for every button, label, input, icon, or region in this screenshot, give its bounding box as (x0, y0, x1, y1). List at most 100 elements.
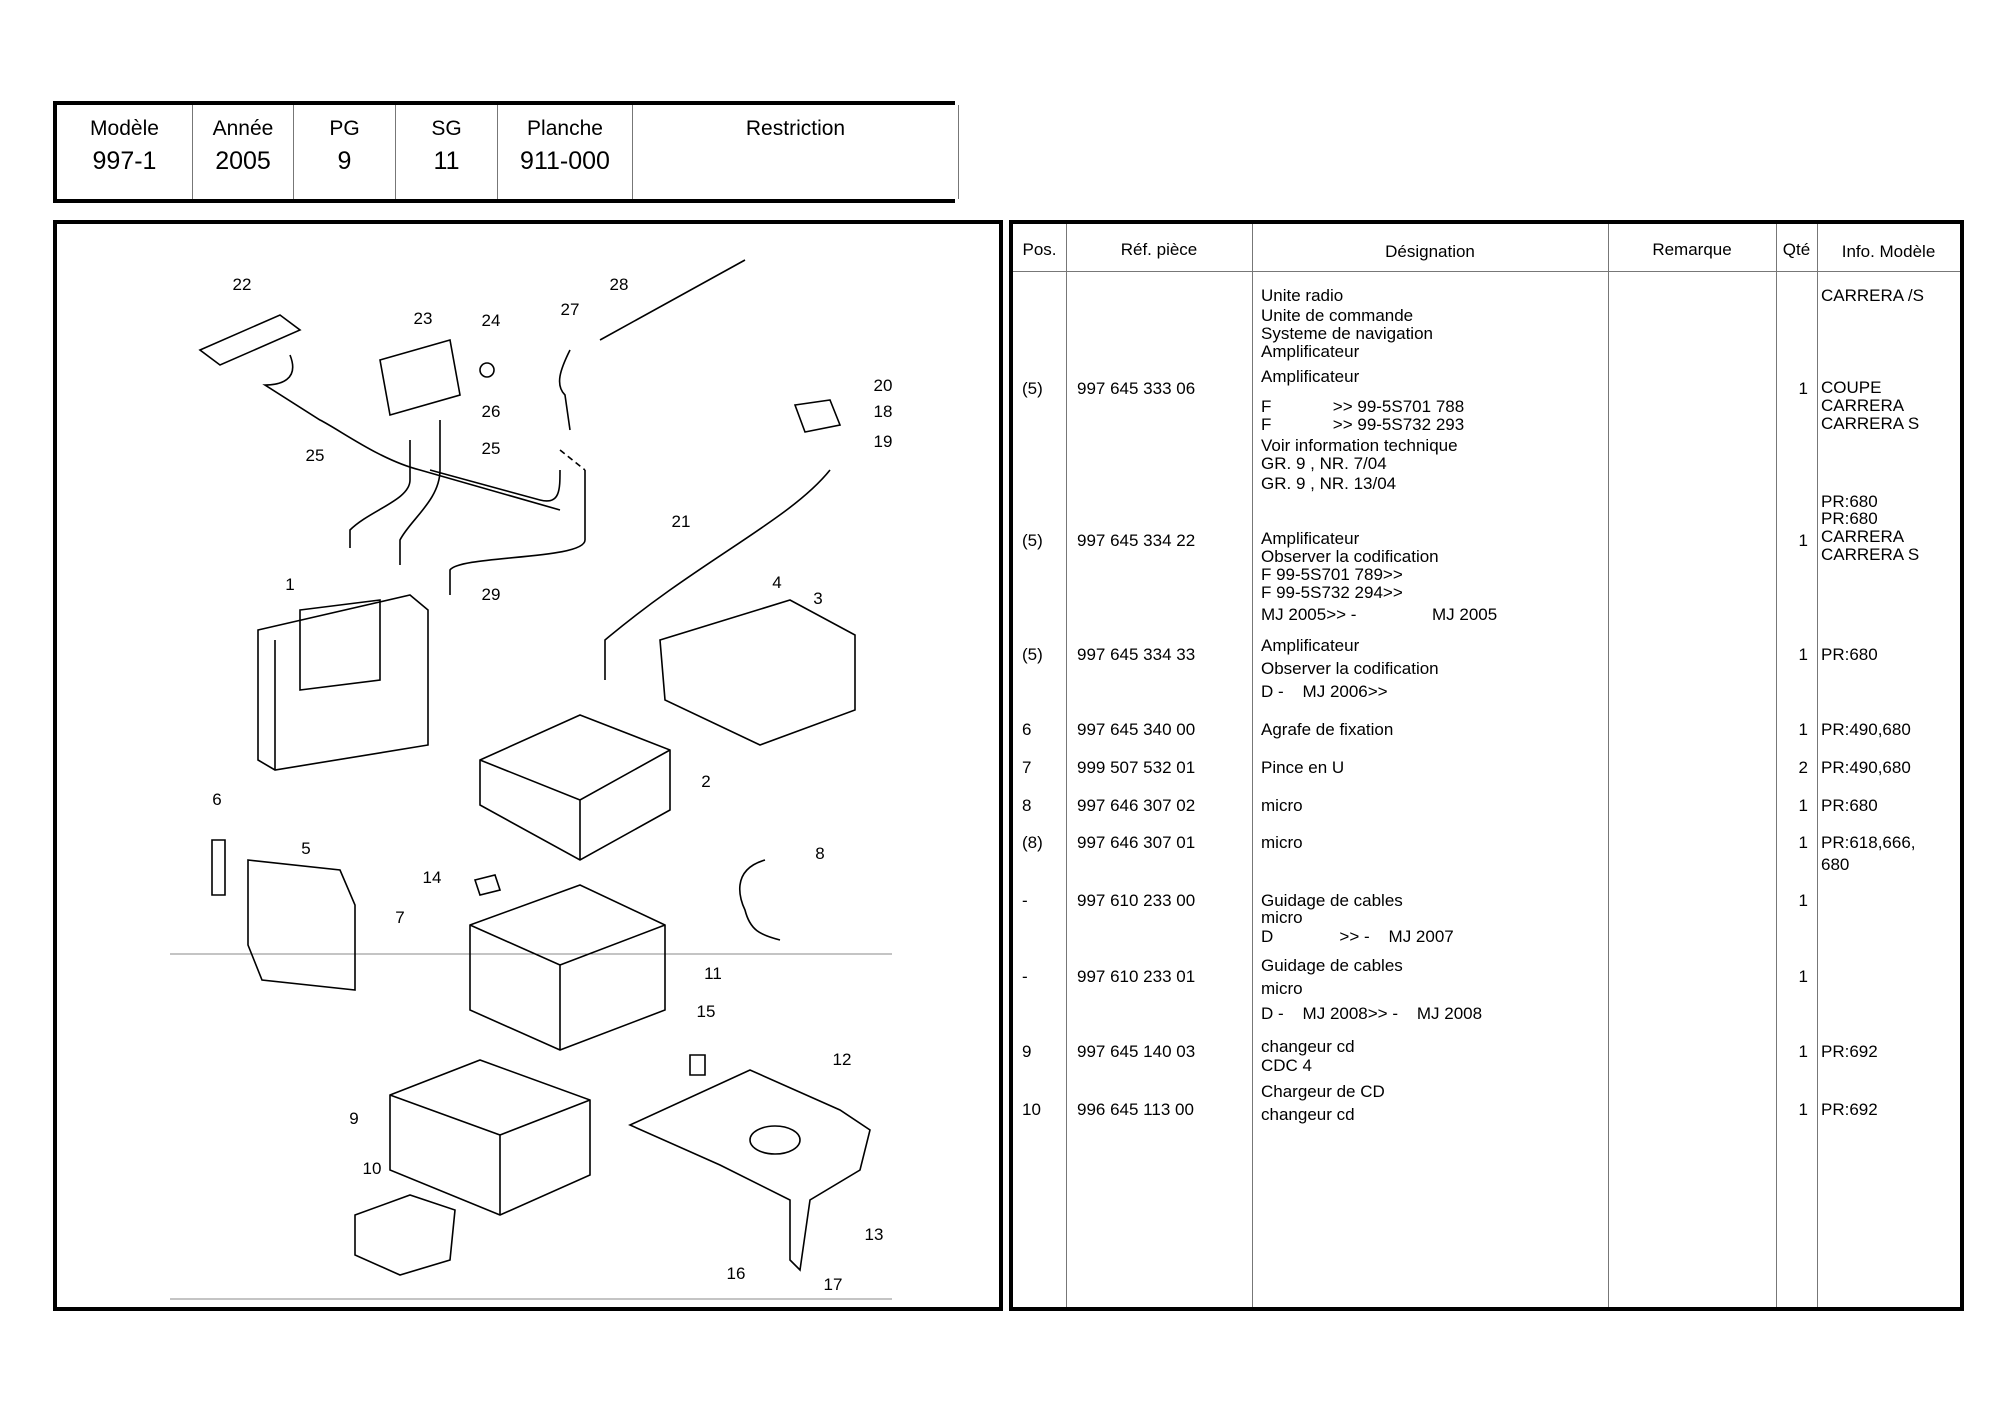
header-cell-restriction: Restriction (633, 105, 959, 199)
callout-27: 27 (561, 300, 580, 319)
cell-designation-line: Pince en U (1261, 758, 1345, 777)
header-cell-sg: SG 11 (396, 105, 498, 199)
cell-designation-line: F >> 99-5S732 293 (1261, 415, 1465, 434)
callout-17: 17 (824, 1275, 843, 1294)
cell-ref: 997 646 307 01 (1077, 833, 1196, 852)
callout-7: 7 (395, 908, 404, 927)
callout-20: 20 (874, 376, 893, 395)
callout-16: 16 (727, 1264, 746, 1283)
cell-ref: 997 645 340 00 (1077, 720, 1196, 739)
callout-22: 22 (233, 275, 252, 294)
cell-qty: 1 (1798, 967, 1808, 986)
cell-qty: 1 (1798, 645, 1808, 664)
header-value: 911-000 (520, 147, 610, 175)
cell-designation-line: F >> 99-5S701 788 (1261, 397, 1465, 416)
callout-8: 8 (815, 844, 824, 863)
cell-designation-line: D >> - MJ 2007 (1261, 927, 1454, 946)
cell-info-line: PR:490,680 (1821, 720, 1911, 739)
column-header-remarque: Remarque (1652, 240, 1732, 259)
callout-5: 5 (301, 839, 310, 858)
header-value: 997-1 (92, 147, 157, 175)
callout-19: 19 (874, 432, 893, 451)
cell-ref: 996 645 113 00 (1077, 1100, 1194, 1119)
cell-qty: 1 (1798, 531, 1808, 550)
header-label: Planche (527, 117, 603, 140)
cell-info-line: PR:618,666, (1821, 833, 1916, 852)
cell-designation-line: F 99-5S732 294>> (1261, 583, 1403, 602)
callout-29: 29 (482, 585, 501, 604)
header-label: Année (212, 117, 274, 140)
column-header-designation: Désignation (1385, 242, 1475, 261)
callout-12: 12 (833, 1050, 852, 1069)
cell-pos: (5) (1022, 645, 1043, 664)
cell-info-line: PR:680 (1821, 492, 1878, 511)
cell-pos: 6 (1022, 720, 1032, 739)
parts-table: Pos. Réf. pièce Désignation Remarque Qté… (1009, 220, 1964, 1311)
cell-info-line: CARRERA (1821, 527, 1905, 546)
cell-ref: 997 645 334 33 (1077, 645, 1196, 664)
cell-pos: - (1022, 967, 1028, 986)
header-label: Restriction (745, 117, 846, 140)
cell-designation-line: D - MJ 2008>> - MJ 2008 (1261, 1004, 1483, 1023)
cell-ref: 997 610 233 00 (1077, 891, 1196, 910)
cell-qty: 1 (1798, 379, 1808, 398)
callout-25: 25 (482, 439, 501, 458)
cell-designation-line: Unite de commande (1261, 306, 1414, 325)
cell-qty: 2 (1798, 758, 1808, 777)
cell-info-line: CARRERA S (1821, 545, 1920, 564)
cell-info-line: PR:490,680 (1821, 758, 1911, 777)
cell-info-line: 680 (1821, 855, 1850, 874)
cell-info-line: COUPE (1821, 378, 1882, 397)
cell-info-line: CARRERA S (1821, 414, 1920, 433)
callout-25: 25 (306, 446, 325, 465)
header-label: SG (431, 117, 462, 140)
cell-designation-line: micro (1261, 796, 1303, 815)
cell-qty: 1 (1798, 891, 1808, 910)
cell-qty: 1 (1798, 720, 1808, 739)
header-label: Modèle (90, 117, 159, 140)
cell-designation-line: Chargeur de CD (1261, 1082, 1385, 1101)
cell-pos: 7 (1022, 758, 1032, 777)
parts-drawing (170, 259, 892, 1300)
callout-24: 24 (482, 311, 501, 330)
cell-pos: 9 (1022, 1042, 1032, 1061)
cell-qty: 1 (1798, 833, 1808, 852)
cell-pos: - (1022, 891, 1028, 910)
cell-designation-line: CDC 4 (1261, 1056, 1313, 1075)
cell-info-line: PR:692 (1821, 1042, 1878, 1061)
cell-designation-line: Guidage de cables (1261, 956, 1403, 975)
cell-pos: 8 (1022, 796, 1032, 815)
cell-designation-line: GR. 9 , NR. 7/04 (1261, 454, 1387, 473)
header-info-box: Modèle 997-1 Année 2005 PG 9 SG 11 Planc… (53, 101, 959, 203)
cell-designation-line: Observer la codification (1261, 659, 1439, 678)
cell-info-line: PR:680 (1821, 645, 1878, 664)
cell-qty: 1 (1798, 1042, 1808, 1061)
callout-10: 10 (363, 1159, 382, 1178)
callout-13: 13 (865, 1225, 884, 1244)
cell-designation-line: Amplificateur (1261, 529, 1360, 548)
callout-4: 4 (772, 573, 781, 592)
header-label: PG (329, 117, 360, 140)
callout-18: 18 (874, 402, 893, 421)
cell-designation-line: micro (1261, 979, 1303, 998)
header-value: 11 (433, 147, 460, 175)
column-header-pos: Pos. (1022, 240, 1057, 259)
cell-info-line: PR:680 (1821, 796, 1878, 815)
cell-designation-line: micro (1261, 908, 1303, 927)
cell-designation-line: Guidage de cables (1261, 891, 1403, 910)
cell-info-line: PR:680 (1821, 509, 1878, 528)
cell-pos: (5) (1022, 531, 1043, 550)
cell-designation-line: Voir information technique (1261, 436, 1458, 455)
cell-ref: 999 507 532 01 (1077, 758, 1196, 777)
cell-pos: (5) (1022, 379, 1043, 398)
header-cell-annee: Année 2005 (193, 105, 294, 199)
callout-11: 11 (704, 964, 722, 983)
cell-ref: 997 645 334 22 (1077, 531, 1196, 550)
callout-6: 6 (212, 790, 221, 809)
cell-qty: 1 (1798, 796, 1808, 815)
cell-designation-line: F 99-5S701 789>> (1261, 565, 1403, 584)
callout-3: 3 (813, 589, 822, 608)
cell-info-line: CARRERA /S (1821, 286, 1924, 305)
cell-designation-line: Amplificateur (1261, 636, 1360, 655)
